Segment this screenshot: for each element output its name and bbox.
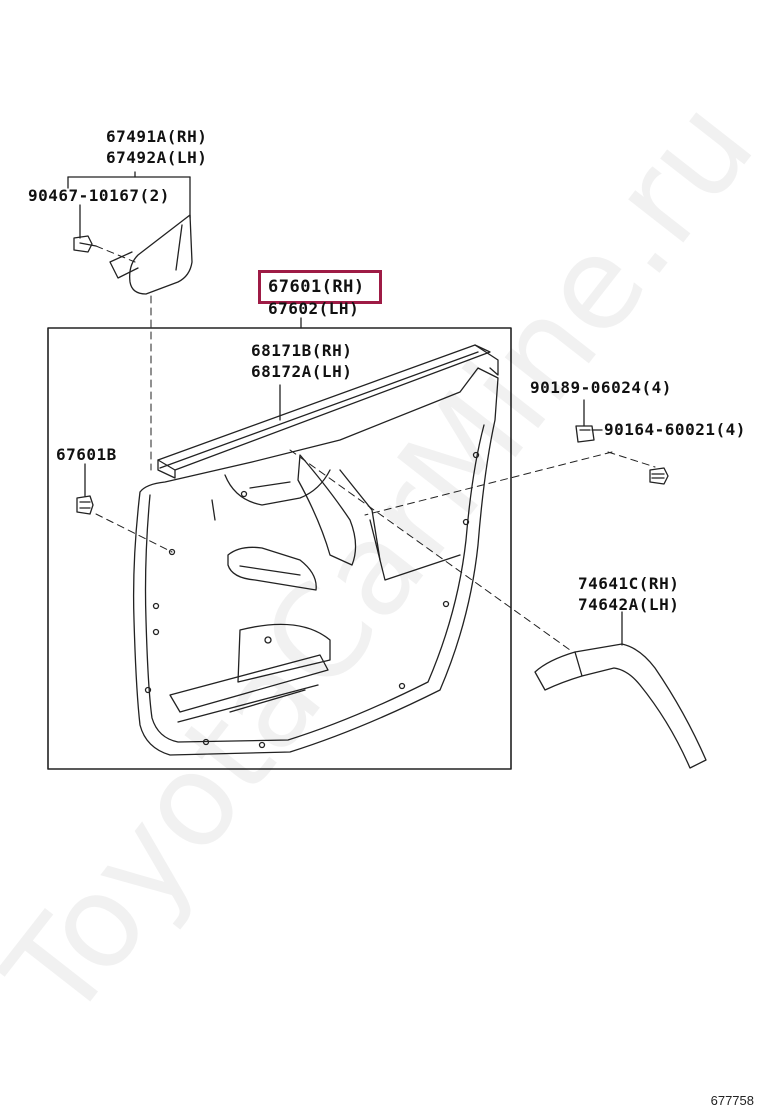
door-trim-board-part	[132, 367, 499, 756]
label-90164[interactable]: 90164-60021(4)	[604, 420, 746, 439]
label-67601[interactable]: 67601(RH)	[268, 277, 365, 297]
label-68172a[interactable]: 68172A(LH)	[251, 362, 353, 381]
label-74641c[interactable]: 74641C(RH)	[578, 574, 680, 593]
clip-nut-part	[575, 425, 595, 443]
weatherstrip-part	[157, 344, 499, 479]
diagram-reference: 677758	[710, 1093, 754, 1108]
clip-67601b-part	[76, 495, 94, 515]
selected-part-highlight	[258, 270, 382, 304]
label-67491a[interactable]: 67491A(RH)	[106, 127, 208, 146]
leader-lines	[67, 171, 623, 646]
armrest-garnish-part	[534, 643, 707, 769]
screw-90164-part	[649, 467, 669, 485]
label-67601b[interactable]: 67601B	[56, 445, 117, 464]
label-90189[interactable]: 90189-06024(4)	[530, 378, 672, 397]
assembly-frame	[47, 327, 512, 770]
label-67492a[interactable]: 67492A(LH)	[106, 148, 208, 167]
label-68171b[interactable]: 68171B(RH)	[251, 341, 353, 360]
corner-cover-part	[109, 214, 193, 295]
label-90467[interactable]: 90467-10167(2)	[28, 186, 170, 205]
label-67602[interactable]: 67602(LH)	[268, 299, 360, 318]
screw-90467-part	[73, 235, 97, 253]
label-74642a[interactable]: 74642A(LH)	[578, 595, 680, 614]
dashed-lines	[95, 245, 656, 651]
